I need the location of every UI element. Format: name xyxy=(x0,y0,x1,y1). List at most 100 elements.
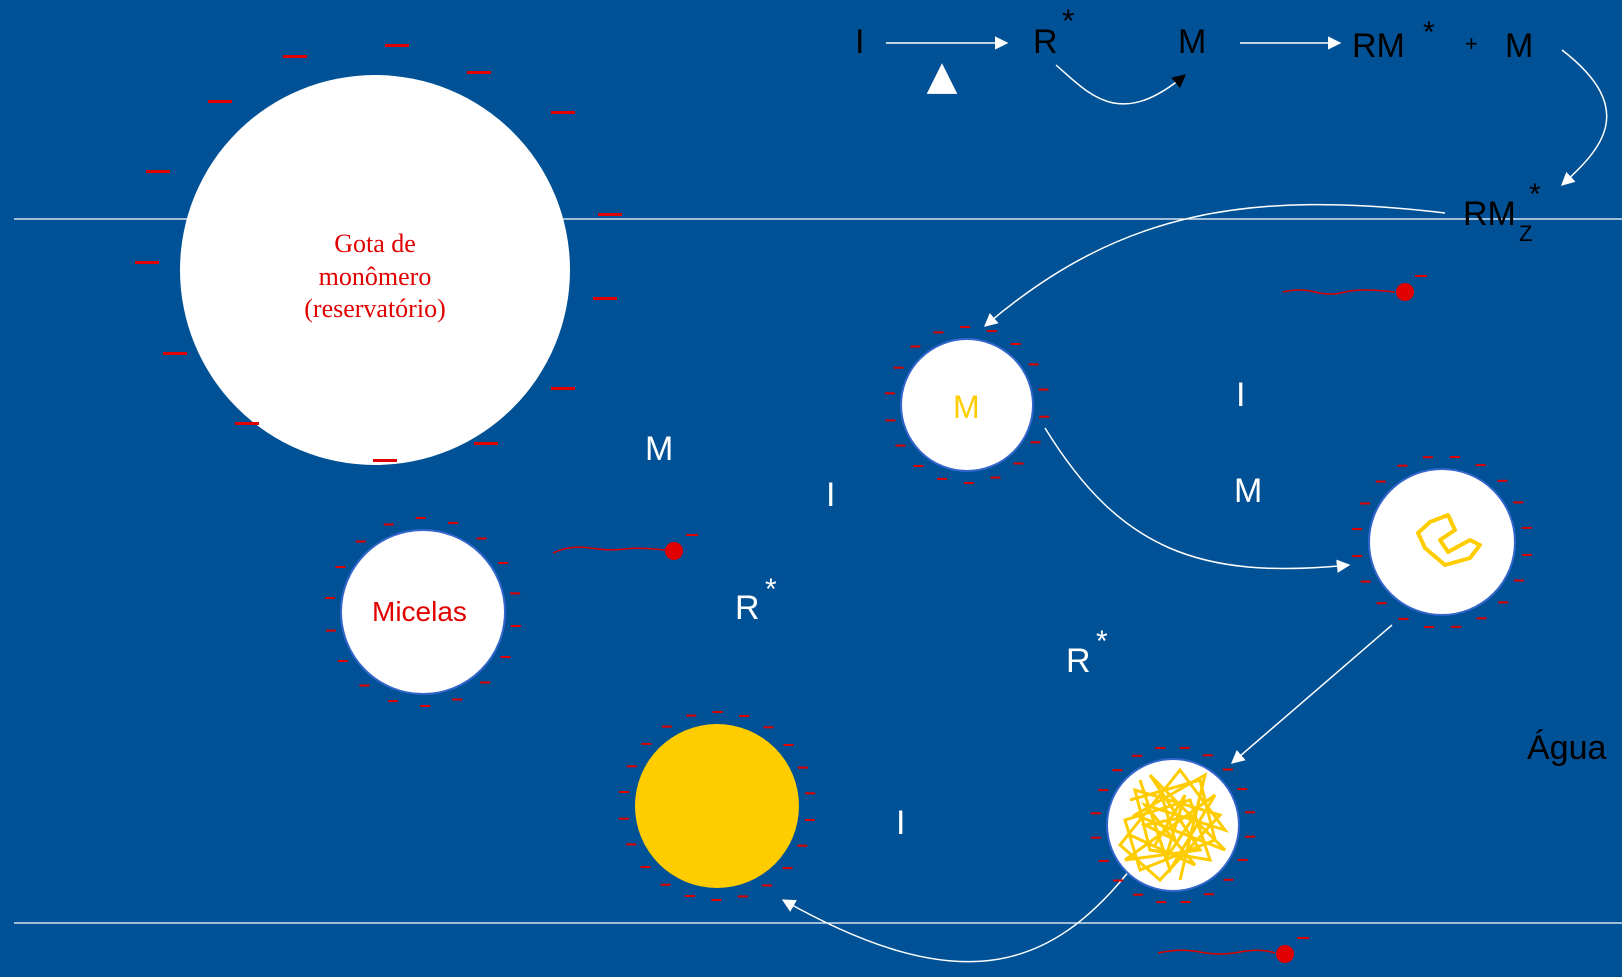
negative-charge xyxy=(420,705,431,707)
negative-charge xyxy=(797,766,808,769)
free-surfactant-1 xyxy=(1282,275,1427,301)
negative-charge xyxy=(325,597,336,599)
negative-charge xyxy=(1030,441,1041,444)
negative-charge xyxy=(797,844,808,847)
micelle-label: Micelas xyxy=(372,596,467,627)
oligoradical-subscript: Z xyxy=(1519,221,1533,246)
negative-charge xyxy=(933,331,944,334)
free-initiator-left: I xyxy=(826,476,836,514)
initiator-label: I xyxy=(855,23,865,61)
droplet-label-line-1: Gota de xyxy=(334,229,416,258)
negative-charge xyxy=(1352,555,1363,558)
negative-charge xyxy=(619,791,630,793)
negative-charge xyxy=(1112,769,1123,772)
negative-charge xyxy=(641,742,652,745)
free-radical-left-star: * xyxy=(765,573,777,606)
negative-charge xyxy=(1180,901,1191,903)
radical-star: * xyxy=(1062,3,1075,39)
negative-charge xyxy=(1091,836,1101,839)
negative-charge xyxy=(498,562,509,564)
negative-charge xyxy=(452,698,463,701)
negative-charge xyxy=(686,714,697,717)
negative-charge xyxy=(626,765,637,768)
negative-charge xyxy=(1398,617,1409,620)
negative-charge xyxy=(1522,553,1532,556)
negative-charge xyxy=(893,366,904,369)
negative-charge xyxy=(960,326,971,328)
free-surfactant-2 xyxy=(552,534,698,560)
free-radical-left: R xyxy=(735,589,760,627)
negative-charge xyxy=(711,899,722,901)
negative-charge xyxy=(1090,812,1101,815)
negative-charge xyxy=(510,592,521,595)
swollen-micelle xyxy=(900,338,1034,472)
arrow-r-to-m xyxy=(1055,64,1187,105)
negative-charge xyxy=(1397,464,1408,467)
negative-charge xyxy=(1497,479,1508,482)
negative-charge xyxy=(1155,747,1166,749)
negative-charge xyxy=(1133,893,1144,896)
negative-charge xyxy=(480,681,491,684)
negative-charge xyxy=(1098,859,1109,862)
radical-label: R xyxy=(1033,23,1058,61)
negative-charge xyxy=(510,625,521,627)
plus-sign: + xyxy=(1465,31,1478,56)
negative-charge xyxy=(1475,464,1486,467)
negative-charge xyxy=(885,419,896,422)
negative-charge xyxy=(1038,388,1049,391)
negative-charge xyxy=(415,517,426,519)
negative-charge xyxy=(335,566,346,568)
oligoradical-star: * xyxy=(1529,178,1541,211)
negative-charge xyxy=(684,895,695,897)
negative-charge xyxy=(739,715,750,717)
negative-charge xyxy=(618,817,629,820)
growing-radical-label: RM xyxy=(1352,27,1405,65)
negative-charge xyxy=(763,726,774,729)
negative-charge xyxy=(1376,602,1387,605)
oligoradical-label: RM xyxy=(1463,195,1516,233)
polymer-particle xyxy=(635,724,799,888)
negative-charge xyxy=(783,744,794,746)
negative-charge xyxy=(782,867,793,870)
negative-charge xyxy=(1237,788,1248,791)
negative-charge xyxy=(1132,754,1143,757)
free-radical-mid: R xyxy=(1066,642,1091,680)
negative-charge xyxy=(1498,601,1509,604)
arrow-particle-to-grown xyxy=(1230,624,1393,764)
arrow-m-to-rmz xyxy=(1561,49,1608,186)
monomer-label: M xyxy=(1178,23,1207,61)
negative-charge xyxy=(1098,789,1109,792)
negative-charge xyxy=(1360,580,1371,583)
negative-charge xyxy=(1028,363,1039,366)
negative-charge xyxy=(913,465,924,467)
negative-charge xyxy=(355,540,366,543)
negative-charge xyxy=(1375,480,1386,483)
negative-charge xyxy=(805,792,816,795)
negative-charge xyxy=(448,521,458,524)
water-phase-label: Água xyxy=(1527,729,1607,767)
negative-charge xyxy=(359,684,370,687)
negative-charge xyxy=(762,884,773,887)
droplet-charges xyxy=(135,44,622,462)
negative-charge xyxy=(990,476,1001,479)
negative-charge xyxy=(1222,768,1233,771)
negative-charge xyxy=(804,819,815,821)
free-surfactant-3 xyxy=(1157,937,1309,963)
negative-charge xyxy=(986,330,997,333)
negative-charge xyxy=(895,444,906,447)
negative-charge xyxy=(1010,343,1021,345)
free-monomer-right: M xyxy=(1234,472,1263,510)
arrow-grown-to-final xyxy=(781,869,1131,963)
free-initiator-bottom: I xyxy=(896,804,906,842)
free-initiator-right: I xyxy=(1236,376,1246,414)
negative-charge xyxy=(1424,626,1435,628)
empty-micelle xyxy=(340,529,506,695)
negative-charge xyxy=(1422,456,1433,459)
negative-charge xyxy=(640,866,651,868)
growing-radical-star: * xyxy=(1423,16,1435,49)
monomer-2-label: M xyxy=(1505,27,1534,65)
short-polymer-chain xyxy=(1416,513,1482,567)
negative-charge xyxy=(660,883,671,886)
free-radical-mid-star: * xyxy=(1096,625,1108,658)
